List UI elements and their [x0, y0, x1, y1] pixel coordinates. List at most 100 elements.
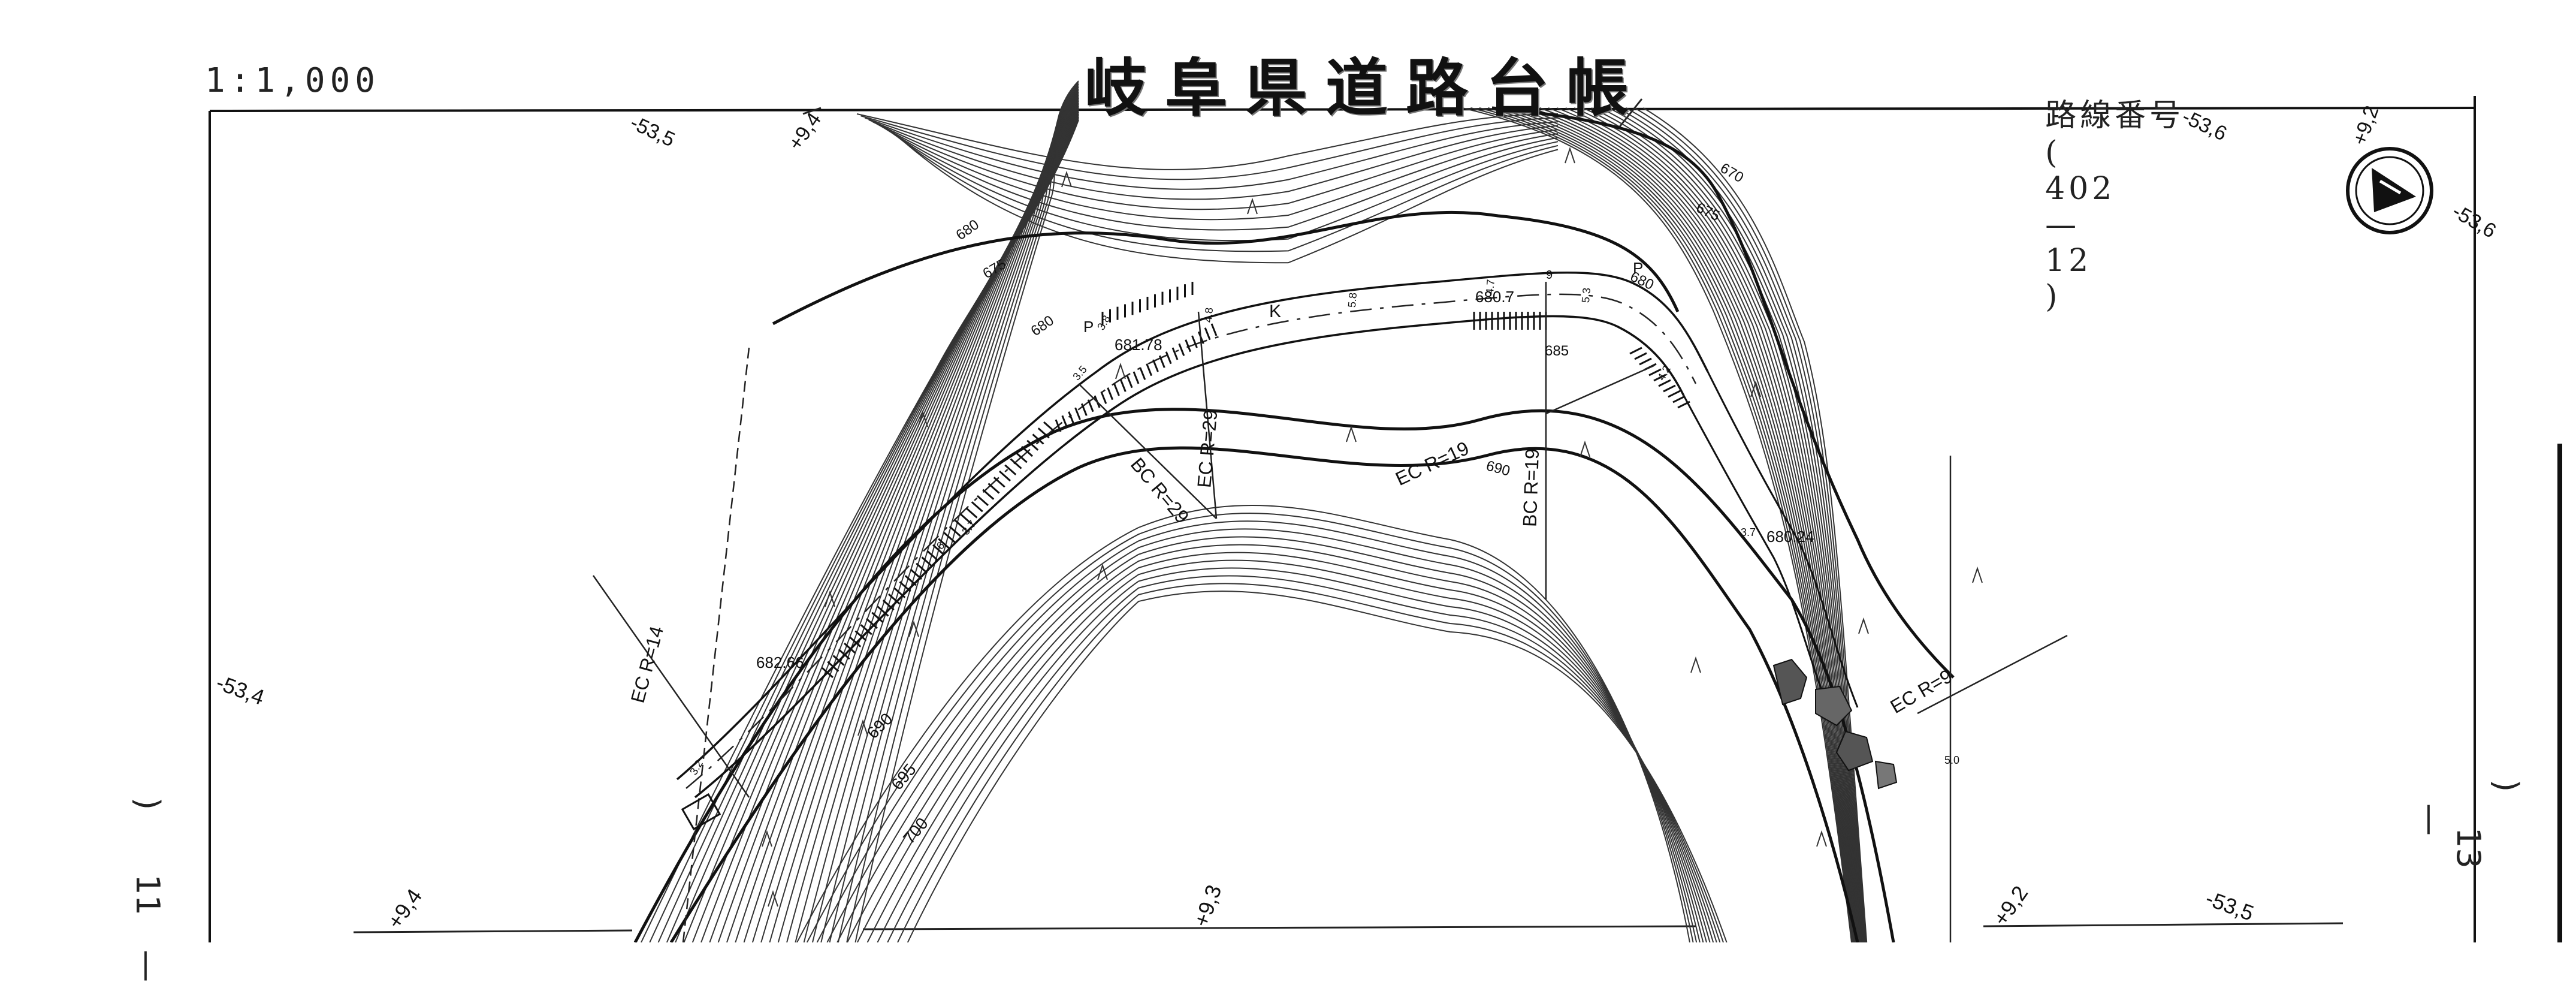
hatch-mark: [1087, 399, 1094, 412]
hatch-mark: [910, 568, 922, 580]
hatch-mark: [1026, 439, 1039, 451]
route-label: 路線番号: [2045, 98, 2185, 134]
hatch-mark: [1629, 347, 1642, 355]
contour-line: [892, 131, 1559, 264]
spot-elevation: 680.24: [1766, 528, 1814, 546]
adjoining-sheet-right: ) 13 —: [2412, 779, 2525, 869]
adjoining-sheet-left: ) 11 —: [129, 797, 167, 982]
contour-line: [868, 119, 1559, 200]
tree-symbol: [1097, 563, 1108, 580]
sheet-left-number: 11: [129, 874, 167, 915]
tree-symbol: [1247, 197, 1258, 215]
hatch-mark: [955, 519, 967, 531]
road-mark: P: [1083, 318, 1094, 336]
tree-symbol: [857, 719, 868, 736]
route-sheet: 12: [2045, 243, 2092, 279]
hatch-mark: [1037, 427, 1050, 439]
hatch-mark: [1204, 327, 1211, 341]
junction-structure: [1772, 658, 1898, 790]
hatch-mark: [838, 649, 850, 660]
hatch-mark: [899, 581, 911, 592]
north-arrow-icon: [2346, 147, 2433, 234]
hatch-mark: [971, 501, 983, 513]
contour-line: [897, 583, 1724, 942]
hatch-mark: [882, 600, 895, 611]
hatch-mark: [1100, 391, 1107, 404]
hatch-mark: [938, 538, 950, 549]
contour-line: [836, 536, 1704, 942]
vegetation-symbols: [762, 146, 1983, 907]
hatch-mark: [926, 550, 939, 562]
hatch-mark: [1658, 379, 1671, 387]
road-mark: P: [1633, 259, 1644, 277]
hatch-mark: [866, 617, 878, 629]
hatch-mark: [1185, 339, 1192, 353]
contour-lines-north: [856, 113, 1559, 264]
hatch-mark: [1668, 390, 1681, 398]
route-close-paren: ): [2045, 279, 2061, 315]
hatch-mark: [1010, 458, 1022, 469]
hatch-mark: [860, 624, 872, 635]
hatch-mark: [1210, 323, 1218, 336]
contour-line: [826, 528, 1701, 942]
contour-line: [829, 85, 1079, 942]
road-width: 5.8: [1345, 292, 1360, 308]
hatch-mark: [1152, 359, 1159, 372]
road-width: 4.7: [1483, 279, 1497, 295]
road-ledger-map: [209, 80, 2562, 942]
hatch-mark: [1119, 379, 1127, 392]
contour-line: [796, 504, 1690, 942]
tree-symbol: [1061, 170, 1072, 188]
tree-symbol: [825, 590, 835, 607]
road-width: 4.8: [1201, 307, 1216, 323]
hatch-mark: [993, 477, 1005, 488]
embankment-hatching: [822, 282, 1690, 679]
hatch-mark: [1653, 373, 1666, 382]
hatch-mark: [1663, 384, 1676, 393]
spot-elevation: 681.78: [1115, 336, 1162, 354]
tree-symbol: [1972, 566, 1983, 583]
hatch-mark: [943, 532, 956, 543]
contour-line: [876, 123, 1559, 221]
hatch-mark: [1165, 351, 1172, 365]
contour-line: [888, 129, 1559, 252]
hatch-mark: [982, 489, 995, 500]
contour-line: [1642, 107, 1868, 942]
hatch-mark: [1021, 445, 1033, 457]
hatch-mark: [921, 556, 934, 568]
tree-symbol: [768, 890, 778, 907]
contour-line: [866, 559, 1714, 942]
tree-symbol: [1858, 617, 1869, 634]
route-number-box: 路線番号 ( 402 — 12 ): [2018, 54, 2184, 315]
contour-line: [837, 83, 1079, 942]
hatch-mark: [1158, 355, 1165, 368]
route-number: 402: [2045, 171, 2116, 207]
hatch-mark: [1171, 347, 1179, 360]
tree-symbol: [1115, 362, 1126, 379]
contour-line: [884, 127, 1559, 242]
contour-line: [820, 86, 1079, 942]
spot-elevation: 680.7: [1475, 288, 1515, 306]
hatch-mark: [1146, 363, 1153, 376]
hatch-mark: [1032, 433, 1044, 445]
hatch-mark: [1107, 387, 1114, 400]
hatch-mark: [888, 593, 900, 605]
hatch-mark: [1080, 403, 1088, 416]
hatch-mark: [822, 667, 833, 679]
hatch-mark: [999, 470, 1011, 482]
hatch-mark: [827, 661, 839, 672]
hatch-mark: [1068, 411, 1075, 424]
hatch-mark: [1191, 335, 1198, 348]
contour-line: [847, 544, 1707, 942]
contour-line: [812, 88, 1079, 942]
sheet-right-number: 13: [2450, 827, 2487, 869]
contour-line: [1565, 107, 1861, 942]
hatch-mark: [1113, 383, 1120, 396]
contour-line: [1634, 107, 1867, 942]
hatch-mark: [1139, 367, 1146, 380]
hatch-mark: [854, 630, 867, 641]
tree-symbol: [917, 410, 928, 427]
contour-line: [769, 96, 1079, 942]
tree-symbol: [1816, 830, 1827, 847]
hatch-mark: [893, 587, 906, 598]
